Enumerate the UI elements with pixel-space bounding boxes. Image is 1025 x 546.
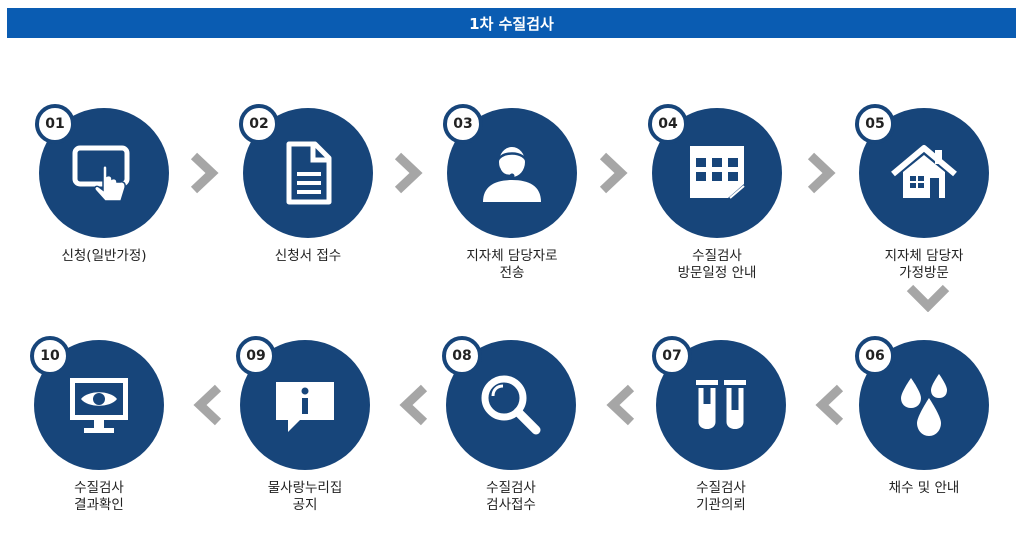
step-label: 수질검사 결과확인	[4, 480, 194, 514]
step-label: 물사랑누리집 공지	[210, 480, 400, 514]
arrow-left-icon	[193, 384, 223, 426]
step-circle	[447, 108, 577, 238]
step-number-badge: 03	[443, 104, 483, 144]
water-drops-icon	[901, 374, 947, 436]
magnifier-icon	[481, 375, 541, 435]
step-label-line: 방문일정 안내	[677, 265, 757, 281]
step-number-badge: 01	[35, 104, 75, 144]
step-label-line: 물사랑누리집	[267, 480, 343, 496]
step-number-badge: 08	[442, 336, 482, 376]
step-label-line: 지자체 담당자로	[466, 248, 558, 264]
step-label: 지자체 담당자로 전송	[417, 248, 607, 282]
calendar-icon	[690, 146, 745, 199]
step-label-line: 지자체 담당자	[884, 248, 964, 264]
section-title: 1차 수질검사	[469, 14, 554, 33]
arrow-right-icon	[393, 152, 423, 194]
step-circle	[446, 340, 576, 470]
arrow-down-icon	[906, 284, 950, 312]
step-label-line: 전송	[499, 265, 525, 281]
arrow-right-icon	[806, 152, 836, 194]
info-bubble-icon	[276, 382, 334, 432]
step-circle	[243, 108, 373, 238]
step-label: 신청서 접수	[213, 248, 403, 265]
step-label: 수질검사 기관의뢰	[626, 480, 816, 514]
step-number-badge: 10	[30, 336, 70, 376]
step-number-badge: 02	[239, 104, 279, 144]
step-label-line: 수질검사	[74, 480, 124, 496]
step-label-line: 수질검사	[692, 248, 742, 264]
step-label-line: 채수 및 안내	[888, 480, 960, 496]
arrow-right-icon	[598, 152, 628, 194]
document-icon	[286, 141, 332, 205]
monitor-eye-icon	[70, 378, 128, 433]
arrow-left-icon	[606, 384, 636, 426]
house-icon	[891, 145, 957, 198]
step-label-line: 가정방문	[899, 265, 949, 281]
step-circle	[859, 108, 989, 238]
step-label: 지자체 담당자 가정방문	[829, 248, 1019, 282]
arrow-left-icon	[815, 384, 845, 426]
step-label-line: 신청(일반가정)	[61, 248, 147, 264]
step-number-badge: 04	[648, 104, 688, 144]
step-number-badge: 05	[855, 104, 895, 144]
arrow-left-icon	[399, 384, 429, 426]
test-tubes-icon	[696, 380, 746, 429]
section-header: 1차 수질검사	[7, 8, 1016, 38]
step-label-line: 수질검사	[696, 480, 746, 496]
step-label-line: 공지	[292, 497, 318, 513]
step-label: 수질검사 방문일정 안내	[622, 248, 812, 282]
step-number-badge: 09	[236, 336, 276, 376]
step-number-badge: 07	[652, 336, 692, 376]
arrow-right-icon	[189, 152, 219, 194]
step-label-line: 결과확인	[74, 497, 124, 513]
step-number-badge: 06	[855, 336, 895, 376]
step-label: 채수 및 안내	[829, 480, 1019, 497]
operator-headset-icon	[483, 147, 541, 202]
step-label-line: 기관의뢰	[696, 497, 746, 513]
step-label: 수질검사 검사접수	[416, 480, 606, 514]
step-label-line: 수질검사	[486, 480, 536, 496]
step-label-line: 신청서 접수	[274, 248, 342, 264]
touch-screen-icon	[72, 145, 130, 202]
step-label: 신청(일반가정)	[9, 248, 199, 265]
step-label-line: 검사접수	[486, 497, 536, 513]
